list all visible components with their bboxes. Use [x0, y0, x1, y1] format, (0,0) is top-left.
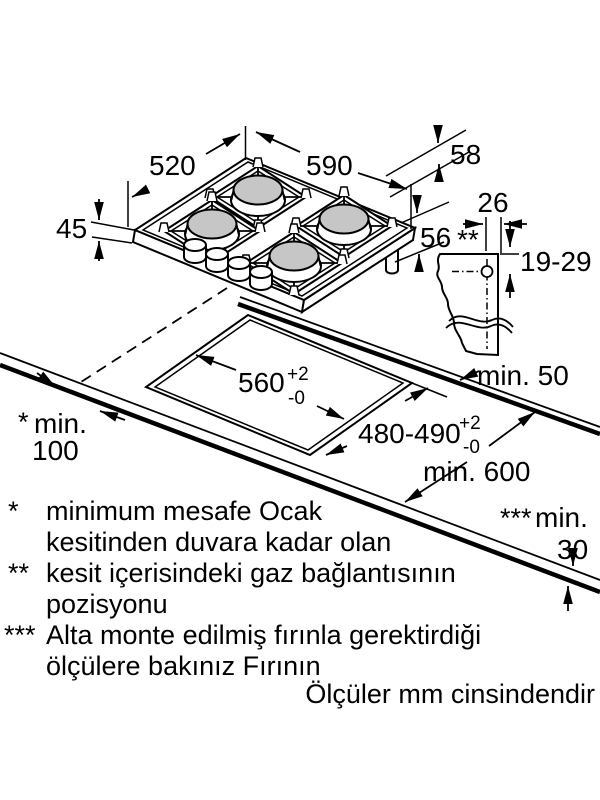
- worktop-back-edge-shadow: [237, 301, 600, 437]
- dim-45-ref-bottom: [91, 236, 133, 244]
- dim-590-arrow-a: [255, 131, 301, 153]
- min-30-marker: ***: [500, 503, 532, 533]
- control-knob-top: [205, 247, 229, 261]
- gas-connection-detail: 26 ** 19-29: [436, 187, 592, 357]
- projection-dashed-line: [80, 287, 228, 383]
- dim-560-tol-plus: +2: [287, 364, 309, 385]
- gas-marker-label: **: [457, 224, 479, 255]
- worktop: [0, 287, 600, 595]
- min-100-arrow-a: [36, 371, 56, 387]
- footnote-1-marker: *: [8, 496, 19, 526]
- worktop-front-edge-line: [0, 352, 600, 581]
- cutout-extension-line: [411, 382, 448, 398]
- dim-560-arrow-b: [316, 405, 345, 420]
- min-600-label: min. 600: [423, 456, 530, 487]
- dim-19-29-label: 19-29: [520, 246, 592, 277]
- dim-45-ref-top: [90, 221, 135, 231]
- control-knob-top: [183, 238, 207, 252]
- pan-support-tab: [336, 254, 348, 265]
- min-50-arrow: [459, 367, 480, 381]
- footnote-2-line2: pozisyonu: [46, 589, 168, 619]
- knob-group: [183, 238, 273, 291]
- footnote-3-line1: Alta monte edilmiş fırınla gerektirdiği: [46, 620, 481, 650]
- control-knob-top: [227, 256, 251, 270]
- footnotes: * minimum mesafe Ocak kesitinden duvara …: [4, 496, 595, 709]
- dim-58-label: 58: [450, 139, 481, 170]
- dim-45-label: 45: [56, 213, 87, 244]
- footnote-2-marker: **: [8, 558, 30, 588]
- dim-58-ref-top: [385, 129, 467, 177]
- break-line-upper: [448, 315, 514, 328]
- dim-56-ref-bottom: [394, 241, 445, 263]
- pan-support-tab: [288, 285, 300, 296]
- dim-56-label: 56: [420, 222, 451, 253]
- dim-520-label: 520: [149, 150, 196, 181]
- min-100-label: min.: [34, 408, 87, 439]
- dim-560-label: 560: [238, 367, 285, 398]
- dim-560-tol-minus: -0: [288, 388, 305, 409]
- break-line-lower: [445, 321, 513, 334]
- min-600-arrow-a: [488, 411, 536, 447]
- dim-560-arrow-a: [195, 354, 237, 371]
- dim-480-label: 480-490: [358, 418, 461, 449]
- min-30-label: min.: [535, 502, 588, 533]
- worktop-back-edge-line: [239, 296, 600, 428]
- dim-58-ref-bottom: [389, 151, 470, 198]
- pan-support-tab: [288, 223, 300, 234]
- dim-520-arrow-a: [205, 133, 241, 155]
- cutout-outline-inner: [153, 319, 405, 451]
- pan-support-tab: [158, 222, 170, 233]
- dim-520-arrow-b: [131, 184, 151, 198]
- pan-support-tab: [338, 186, 350, 197]
- pan-support-tab: [206, 191, 218, 202]
- pan-support-tab: [300, 188, 312, 199]
- dim-480-arrow-b: [325, 443, 348, 456]
- pan-support-tab: [252, 157, 264, 168]
- pan-support-tab: [254, 222, 266, 233]
- min-100-value: 100: [32, 435, 79, 466]
- footnote-1-line2: kesitinden duvara kadar olan: [46, 527, 391, 557]
- dim-590-label: 590: [306, 150, 353, 181]
- dim-26-label: 26: [477, 187, 508, 218]
- footnote-1-line1: minimum mesafe Ocak: [46, 496, 323, 526]
- burner-cap: [268, 240, 320, 272]
- min-600-arrow-b: [404, 461, 468, 503]
- dim-590-arrow-b: [357, 172, 408, 190]
- min-100-arrow-b: [99, 410, 126, 422]
- cutout-outline-outer: [143, 313, 415, 457]
- pan-support-tab: [386, 217, 398, 228]
- control-knob-top: [249, 265, 273, 279]
- burner-cap: [232, 174, 284, 206]
- worktop-front-edge-shadow: [0, 362, 600, 595]
- footnote-3-line2: ölçülere bakınız Fırının: [46, 651, 321, 681]
- footnote-2-line1: kesit içerisindeki gaz bağlantısının: [46, 558, 456, 588]
- hob-dimensions: 520 590 45 58 56: [56, 125, 481, 272]
- units-note: Ölçüler mm cinsindendir: [305, 679, 595, 709]
- min-100-star: *: [18, 407, 29, 437]
- burner-cap: [186, 208, 238, 240]
- cutout-dimensions: min. 50 560 +2 -0 480-490 +2 -0 * min. 1…: [18, 354, 588, 611]
- dim-480-tol-plus: +2: [459, 413, 481, 434]
- dim-56-ref-top: [400, 201, 450, 224]
- mounting-profile: [436, 253, 499, 357]
- dim-480-tol-minus: -0: [463, 437, 480, 458]
- gas-connection-hole: [480, 265, 494, 278]
- burner-cap: [318, 203, 370, 235]
- dim-480-arrow-a: [404, 387, 429, 402]
- hob: [131, 156, 418, 315]
- min-50-label: min. 50: [477, 360, 569, 391]
- footnote-3-marker: ***: [4, 620, 36, 650]
